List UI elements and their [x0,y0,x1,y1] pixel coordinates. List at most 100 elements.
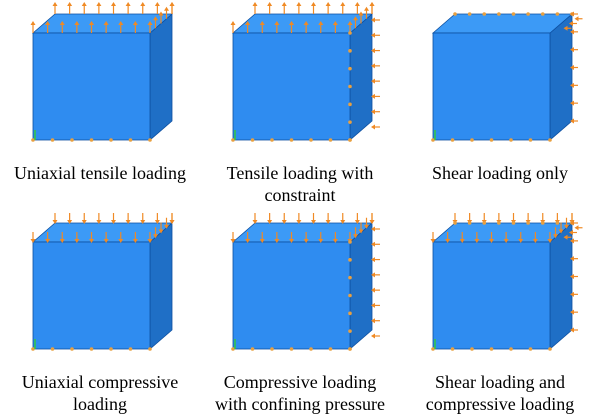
cube-front-face [232,241,351,350]
shear-arrow-head [563,25,568,31]
panel-caption: Shear loading only [400,162,600,184]
tension-arrow-head [164,6,169,11]
side-node [348,258,352,262]
bottom-node [70,347,74,351]
compression-arrow-head [125,220,131,224]
compression-arrow-head [340,220,346,224]
shear-node [453,12,457,16]
side-arrow-head [371,63,375,69]
bottom-node [50,138,55,142]
shear-node [497,12,501,16]
compression-arrow-head [318,239,324,243]
shear-arrow-head [574,225,579,231]
bottom-node [548,138,552,142]
bottom-node [109,347,113,351]
bottom-node [89,347,94,351]
tension-arrow-head [81,2,87,6]
tension-arrow-head [111,2,116,6]
side-node [348,31,352,35]
side-arrow-head [371,287,375,293]
bottom-node [128,138,133,142]
caption-line: Compressive loading [223,372,377,392]
cube-diagram [230,213,380,351]
bottom-node [289,138,294,142]
compression-arrow-head [303,239,309,243]
tension-arrow-head [67,2,73,6]
compression-arrow-head [503,239,509,243]
tension-arrow-head [364,6,369,11]
shear-node [497,221,501,225]
panel-caption: Uniaxial tensile loading [0,162,200,184]
compression-arrow-head [259,239,265,243]
tension-arrow-head [59,21,65,25]
compression-arrow-head [89,239,94,243]
compression-arrow-head [96,220,102,224]
bottom-node [31,138,35,142]
tension-arrow-head [158,11,164,16]
cube-group [431,11,583,142]
tension-arrow-head [147,21,153,25]
shear-node [511,12,516,16]
compression-arrow-head [118,239,124,243]
caption-line: constraint [264,185,336,205]
compression-arrow-head [532,239,538,243]
tension-arrow-head [369,2,375,6]
compression-arrow-head [52,220,58,224]
bottom-node [289,347,294,351]
side-node [348,275,352,280]
tension-arrow-head [252,2,258,6]
compression-arrow-head [547,239,553,243]
shear-node [526,12,530,16]
tension-arrow-head [230,21,236,25]
compression-arrow-head [154,220,160,224]
shear-arrow-head [569,230,573,235]
cube-front-face [32,241,151,350]
side-node [348,138,352,142]
shear-arrow-head [570,29,574,35]
bottom-node [548,347,552,351]
cube-group [30,2,175,142]
side-arrow-head [371,241,375,247]
compression-arrow-head [140,220,146,224]
bottom-node [50,347,55,351]
bottom-node [70,138,74,142]
cube-side-face [349,13,373,141]
cube-side-face [149,13,173,141]
side-arrow-head [371,32,375,38]
cube-diagram [230,2,380,142]
side-arrow-head [371,333,375,339]
compression-arrow-head [59,239,65,243]
compression-arrow-head [147,239,153,243]
side-node [348,240,352,244]
cube-side-face [349,222,373,350]
bottom-node [328,138,333,142]
caption-line: compressive loading [425,394,575,414]
shear-arrow-head [570,327,574,333]
tension-arrow-head [140,2,146,6]
side-arrow-head [371,302,375,308]
cube-front-face [432,32,551,141]
side-arrow-head [371,109,375,115]
cube-diagram [30,213,175,351]
bottom-node [309,347,313,351]
tension-arrow-head [311,2,316,6]
bottom-node [148,347,152,351]
bottom-node [148,138,152,142]
bottom-node [470,138,474,142]
tension-arrow-head [74,21,80,25]
shear-arrow-head [570,100,574,106]
bottom-node [231,347,235,351]
tension-arrow-head [259,21,265,25]
tension-arrow-head [118,21,124,25]
side-node [348,66,352,71]
shear-arrow-head [570,238,574,244]
caption-line: Shear loading only [432,163,568,183]
tension-arrow-head [267,2,273,6]
compression-arrow-head [518,239,524,243]
compression-arrow-head [325,220,331,224]
side-arrow-head [371,226,375,232]
compression-arrow-head [169,220,175,224]
